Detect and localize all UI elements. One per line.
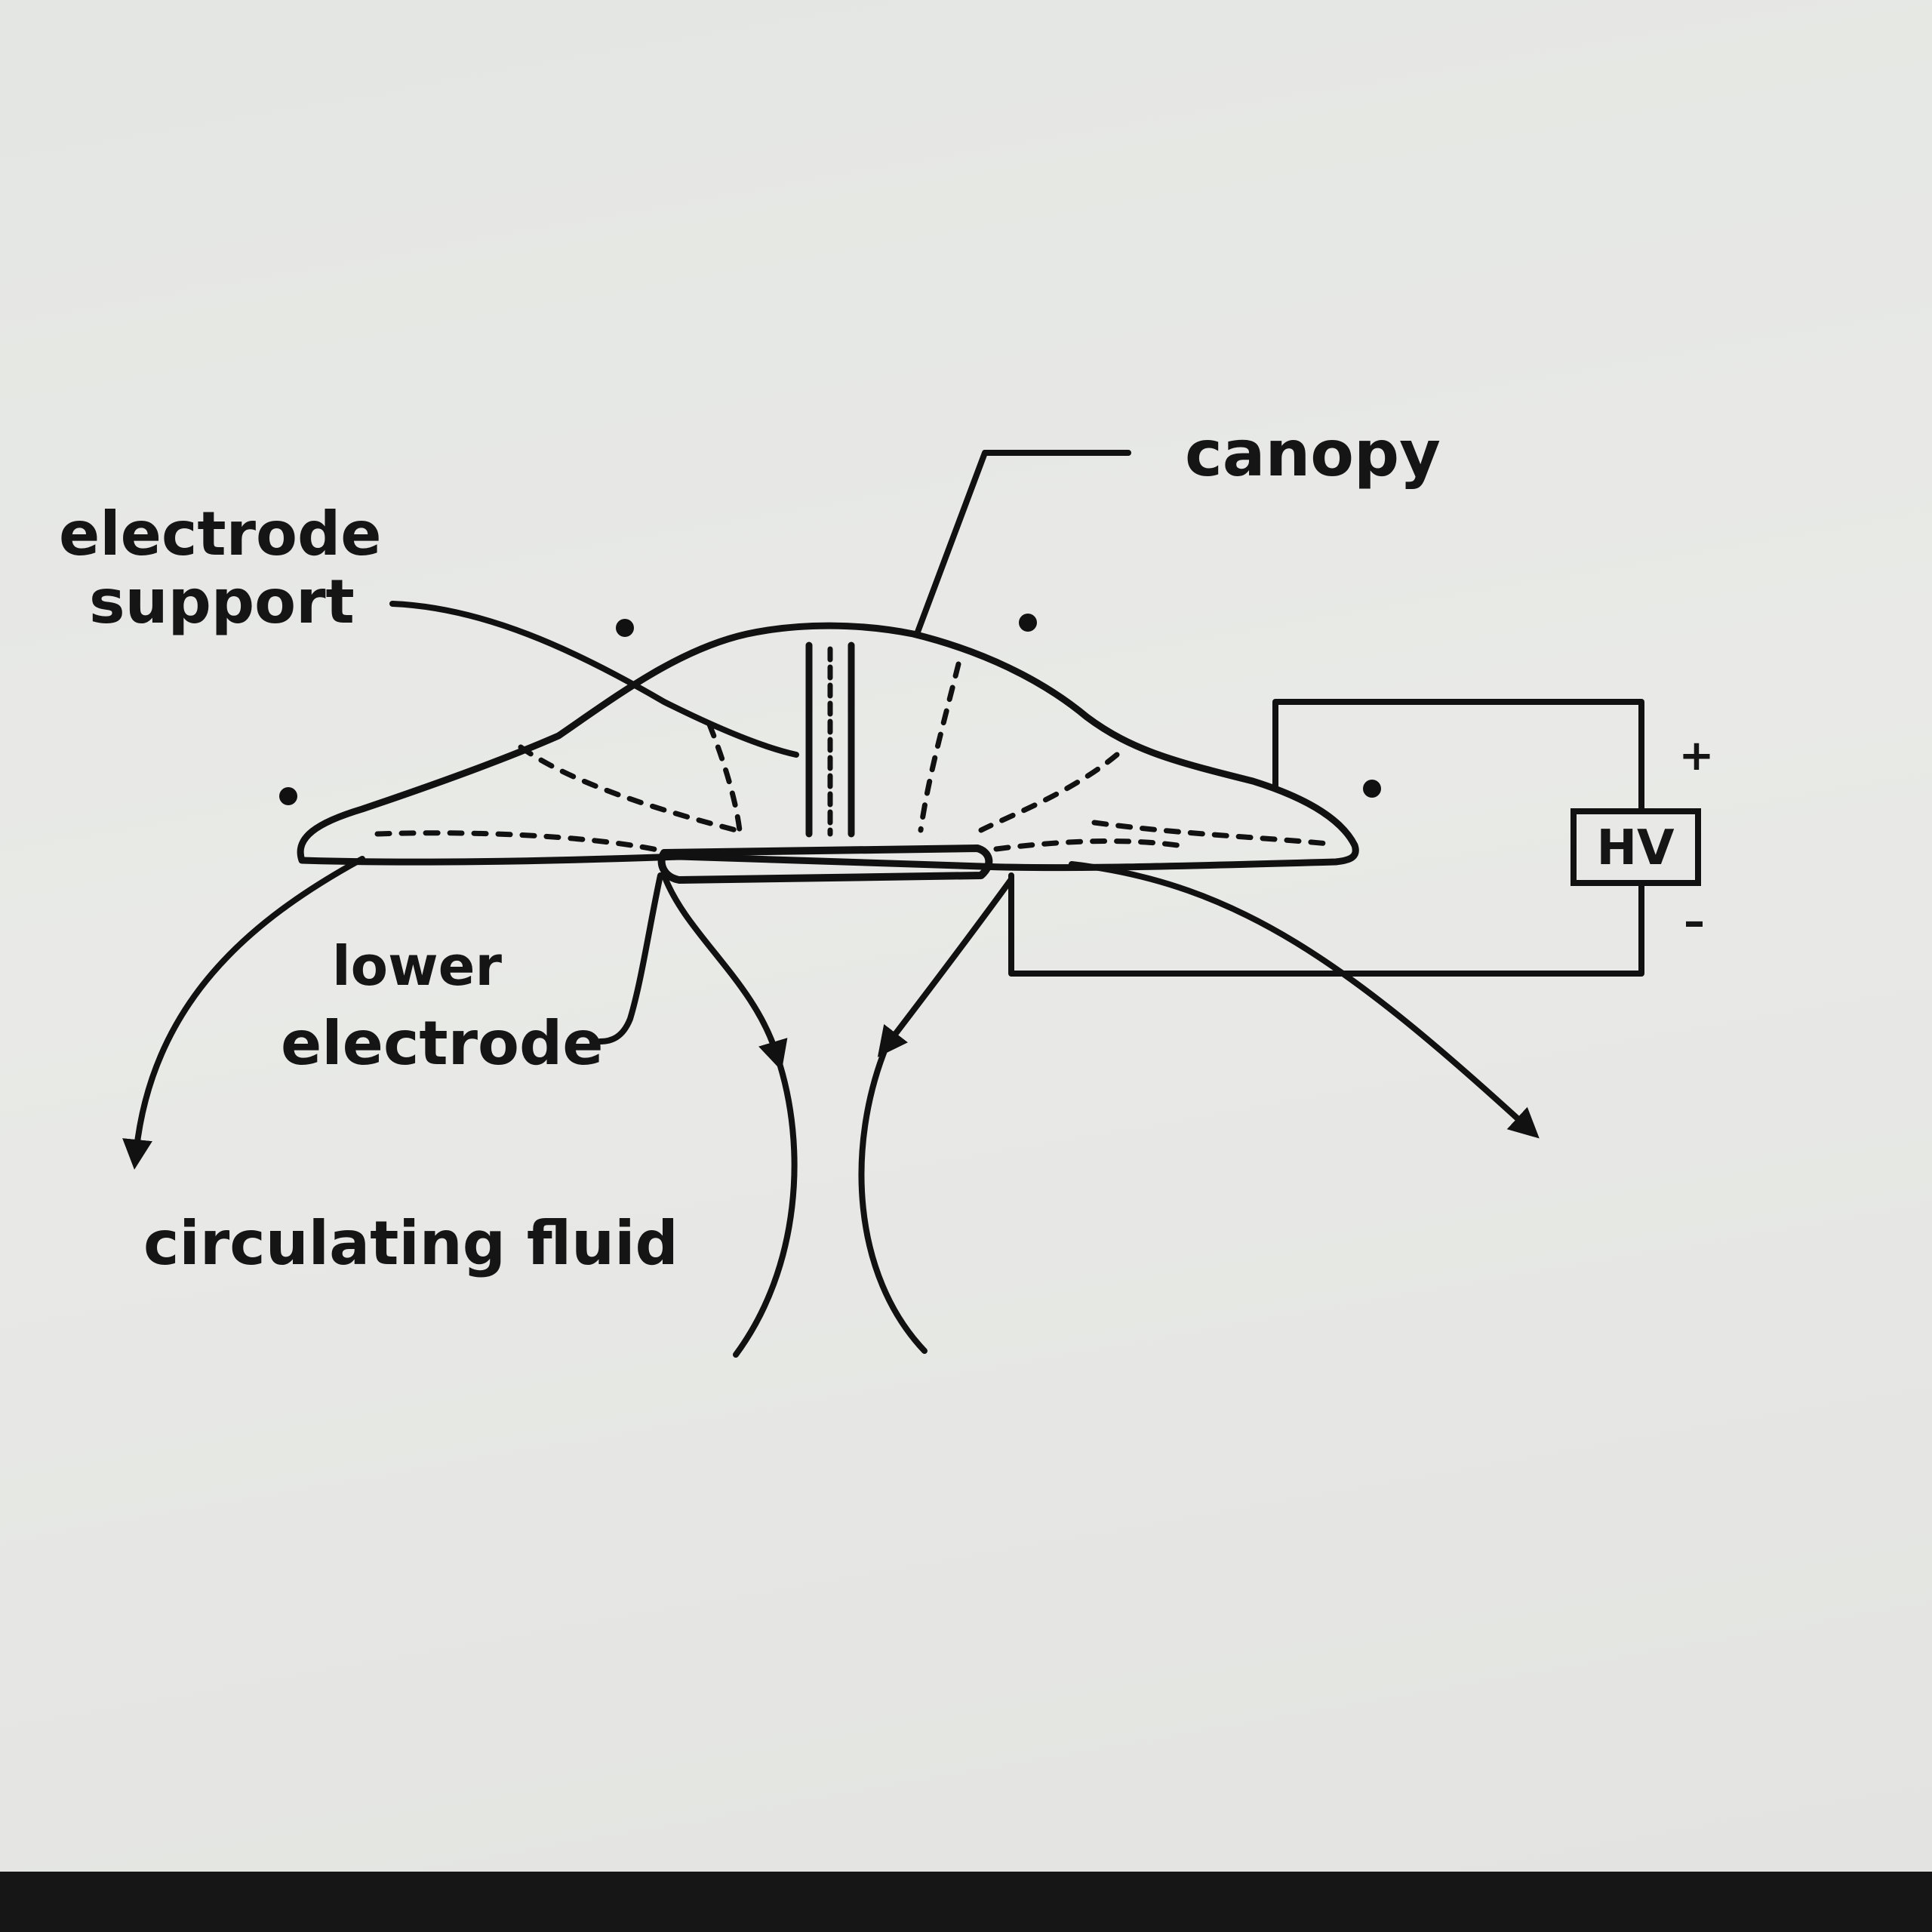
hv-minus-sign: – [1684,897,1705,946]
hv-label: HV [1596,820,1675,876]
field-lines [374,661,1331,854]
hv-power-supply-box [1571,808,1701,886]
leader-lines [389,450,1131,1044]
ehd-pump-diagram: HV + – canopy electrode support lower el… [59,417,1715,1358]
electrode-support-column [805,641,855,838]
lower-electrode-label-line2: electrode [281,1008,604,1078]
electrode-support-label-line1: electrode [59,499,382,569]
lower-electrode-plate [657,844,993,884]
lower-electrode-label-line1: lower [332,934,502,998]
canopy-outline [297,622,1359,872]
circulating-fluid-label: circulating fluid [143,1208,678,1278]
electrode-support-label-line2: support [89,567,355,637]
canopy-label: canopy [1185,417,1441,491]
screen-bezel [0,1872,1932,1932]
circulating-fluid-flow [122,856,1540,1358]
hv-plus-sign: + [1679,731,1715,780]
charge-dots [279,614,1381,805]
hv-circuit [1008,699,1644,977]
